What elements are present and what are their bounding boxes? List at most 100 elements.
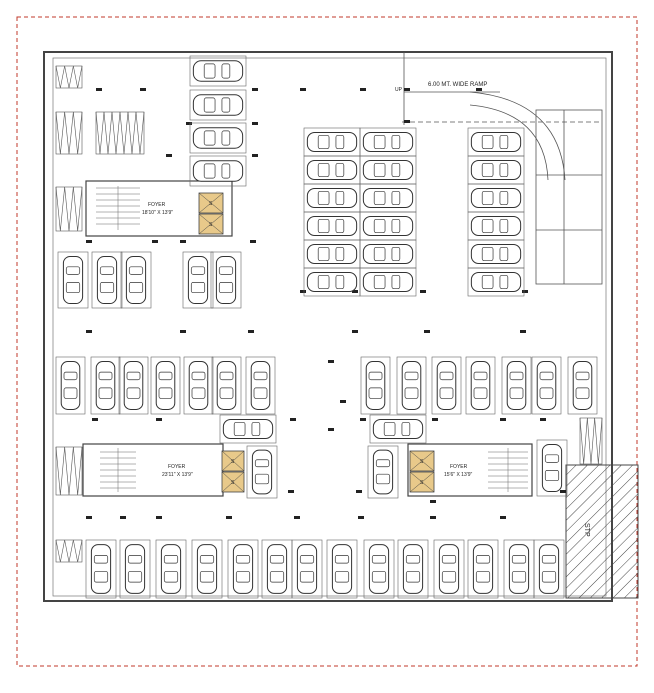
ramp	[402, 52, 603, 285]
car-slot-vertical	[183, 356, 214, 415]
car-slot-vertical	[433, 539, 465, 599]
column	[328, 428, 334, 431]
car-slot-vertical	[397, 539, 429, 599]
lift-label: S	[420, 459, 424, 465]
column	[300, 290, 306, 293]
car-slot-horizontal	[303, 211, 361, 241]
columns	[86, 88, 566, 519]
stair-left	[100, 448, 136, 492]
column	[96, 88, 102, 91]
column	[360, 418, 366, 421]
lift-car: S	[198, 213, 224, 235]
column	[152, 240, 158, 243]
car-slot-horizontal	[467, 267, 525, 297]
column	[156, 516, 162, 519]
car-slot-vertical	[57, 251, 89, 309]
lift-car: S	[409, 471, 435, 493]
column	[86, 240, 92, 243]
hatched-shaft	[55, 446, 83, 496]
car-slot-horizontal	[189, 89, 247, 121]
ramp-up-label: UP	[395, 87, 403, 93]
column	[360, 88, 366, 91]
car-slot-horizontal	[359, 211, 417, 241]
stp-zone	[565, 464, 639, 599]
car-slot-vertical	[119, 539, 151, 599]
car-slot-vertical	[118, 356, 149, 415]
car-slot-horizontal	[467, 183, 525, 213]
car-slot-horizontal	[467, 155, 525, 185]
svg-text:FOYER: FOYER	[168, 464, 186, 470]
column	[180, 240, 186, 243]
column	[156, 418, 162, 421]
car-slot-horizontal	[359, 155, 417, 185]
svg-text:18'10" X 13'9": 18'10" X 13'9"	[142, 210, 173, 216]
car-slot-vertical	[531, 356, 562, 415]
car-slot-vertical	[326, 539, 358, 599]
stair-top	[96, 186, 140, 230]
lift-label: S	[209, 222, 213, 228]
car-slot-horizontal	[303, 239, 361, 269]
car-slot-vertical	[227, 539, 259, 599]
car-slot-horizontal	[219, 414, 277, 444]
column	[404, 120, 410, 123]
stair-right	[488, 448, 528, 492]
car-slot-horizontal	[189, 122, 247, 154]
svg-text:FOYER: FOYER	[148, 202, 166, 208]
car-slot-vertical	[90, 356, 121, 415]
car-slot-vertical	[360, 356, 391, 415]
building-inner-outline	[52, 57, 607, 597]
hatched-shaft	[95, 111, 145, 155]
lift-car: S	[221, 471, 245, 493]
car-slot-vertical	[55, 356, 86, 415]
parking-cars	[55, 55, 598, 599]
column	[420, 290, 426, 293]
hatched-shaft	[55, 65, 83, 89]
sheet-border	[16, 16, 638, 667]
car-slot-vertical	[465, 356, 496, 415]
svg-text:23'11" X 13'9": 23'11" X 13'9"	[162, 472, 193, 478]
car-slot-horizontal	[303, 155, 361, 185]
car-slot-horizontal	[359, 239, 417, 269]
svg-text:FOYER: FOYER	[450, 464, 468, 470]
column	[252, 88, 258, 91]
column	[430, 516, 436, 519]
hatched-shaft	[55, 111, 83, 155]
column	[288, 490, 294, 493]
foyer-right: FOYER 15'6" X 13'9"	[407, 443, 533, 497]
car-slot-vertical	[210, 251, 242, 309]
lift-label: S	[209, 201, 213, 207]
car-slot-vertical	[155, 539, 187, 599]
lift-label: S	[231, 480, 235, 486]
building-outline	[43, 51, 613, 602]
car-slot-vertical	[120, 251, 152, 309]
car-slot-horizontal	[303, 267, 361, 297]
hatched-shaft	[579, 417, 603, 465]
column	[424, 330, 430, 333]
car-slot-vertical	[261, 539, 293, 599]
column	[328, 360, 334, 363]
column	[166, 154, 172, 157]
car-slot-vertical	[246, 445, 278, 499]
foyer-top: FOYER 18'10" X 13'9"	[85, 180, 233, 237]
car-slot-vertical	[191, 539, 223, 599]
column	[86, 330, 92, 333]
column	[352, 290, 358, 293]
car-slot-vertical	[431, 356, 462, 415]
car-slot-vertical	[150, 356, 181, 415]
column	[476, 88, 482, 91]
car-slot-vertical	[182, 251, 214, 309]
column	[560, 490, 566, 493]
car-slot-vertical	[536, 439, 568, 497]
car-slot-vertical	[501, 356, 532, 415]
column	[180, 330, 186, 333]
hatched-shaft	[55, 539, 83, 563]
lift-label: S	[420, 480, 424, 486]
column	[252, 122, 258, 125]
car-slot-vertical	[367, 445, 399, 499]
car-slot-horizontal	[359, 183, 417, 213]
ramp-label: 6.00 MT. WIDE RAMP	[428, 82, 487, 88]
car-slot-vertical	[91, 251, 123, 309]
column	[430, 500, 436, 503]
